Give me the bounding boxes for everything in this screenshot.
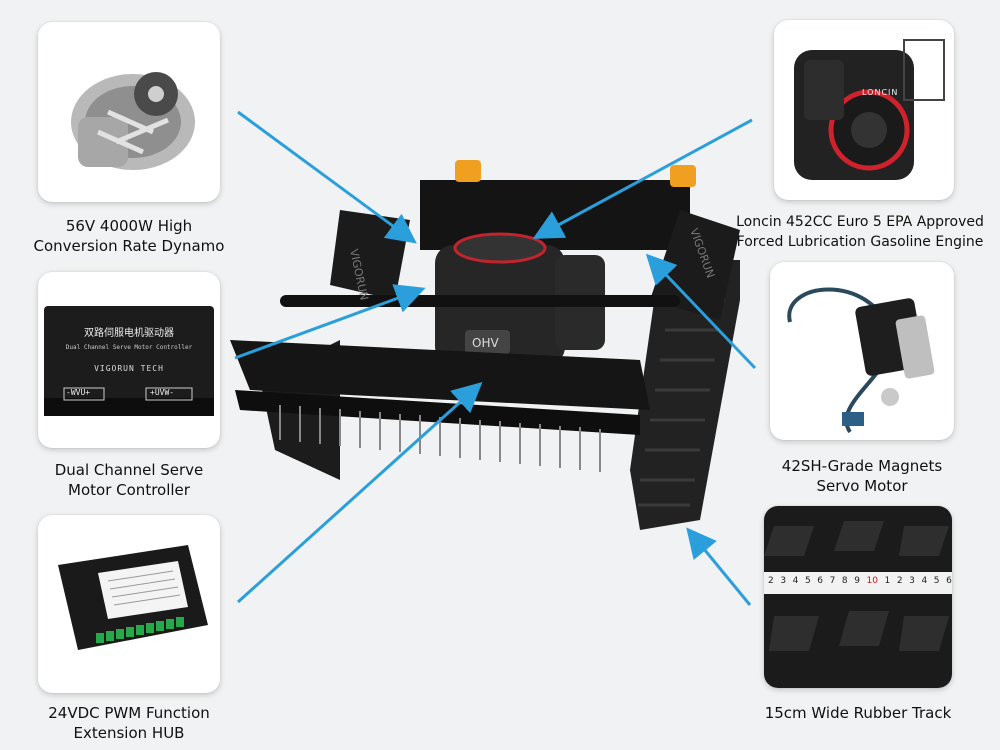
ruler-digit: 2 <box>896 576 903 586</box>
track-icon <box>764 506 952 688</box>
controller-icon <box>44 306 214 416</box>
engine-icon <box>794 39 945 180</box>
controller-card: 双路伺服电机驱动器 Dual Channel Serve Motor Contr… <box>38 272 220 448</box>
ruler-digit: 10 <box>866 576 878 586</box>
engine-card: LONCIN <box>774 20 954 200</box>
servo-card <box>770 262 954 440</box>
servo-icon <box>787 287 935 434</box>
ruler-digit: 8 <box>841 576 848 586</box>
ruler-digit: 6 <box>817 576 823 586</box>
engine-caption: Loncin 452CC Euro 5 EPA Approved Forced … <box>736 214 984 250</box>
ruler-scale: 2 3 4 5 6 7 8 9 10 1 2 3 4 5 6 <box>768 576 952 592</box>
engine-brand: LONCIN <box>862 88 899 97</box>
ruler-digit: 9 <box>854 576 860 586</box>
engine-label: OHV <box>472 336 499 350</box>
ruler-digit: 4 <box>921 576 928 586</box>
controller-subtitle: Dual Channel Serve Motor Controller <box>65 344 193 351</box>
controller-brand: VIGORUN TECH <box>94 364 164 373</box>
dynamo-icon <box>71 72 195 170</box>
dynamo-card <box>38 22 220 202</box>
ruler-digit: 4 <box>792 576 799 586</box>
hub-icon <box>58 545 208 650</box>
ruler-digit: 6 <box>946 576 952 586</box>
ruler-digit: 7 <box>829 576 836 586</box>
ruler-digit: 5 <box>933 576 940 586</box>
controller-title-cn: 双路伺服电机驱动器 <box>84 328 174 339</box>
dynamo-caption: 56V 4000W High Conversion Rate Dynamo <box>33 217 225 255</box>
ruler-digit: 3 <box>780 576 787 586</box>
mower-image: OHV VIGORUN VIGORUN <box>220 150 760 540</box>
ruler-digit: 2 <box>768 576 774 586</box>
controller-caption: Dual Channel Serve Motor Controller <box>54 461 204 499</box>
hub-card <box>38 515 220 693</box>
ruler-digit: 3 <box>909 576 915 586</box>
controller-terminals-right: +UVW- <box>150 388 175 397</box>
arrow-track <box>686 527 752 606</box>
track-card: 2 3 4 5 6 7 8 9 10 1 2 3 4 5 6 <box>764 506 952 688</box>
track-caption: 15cm Wide Rubber Track <box>764 704 952 722</box>
hub-caption: 24VDC PWM Function Extension HUB <box>48 704 210 742</box>
ruler-digit: 1 <box>884 576 891 586</box>
controller-terminals-left: -WVU+ <box>66 388 91 397</box>
servo-caption: 42SH-Grade Magnets Servo Motor <box>781 457 943 495</box>
ruler-digit: 5 <box>804 576 811 586</box>
